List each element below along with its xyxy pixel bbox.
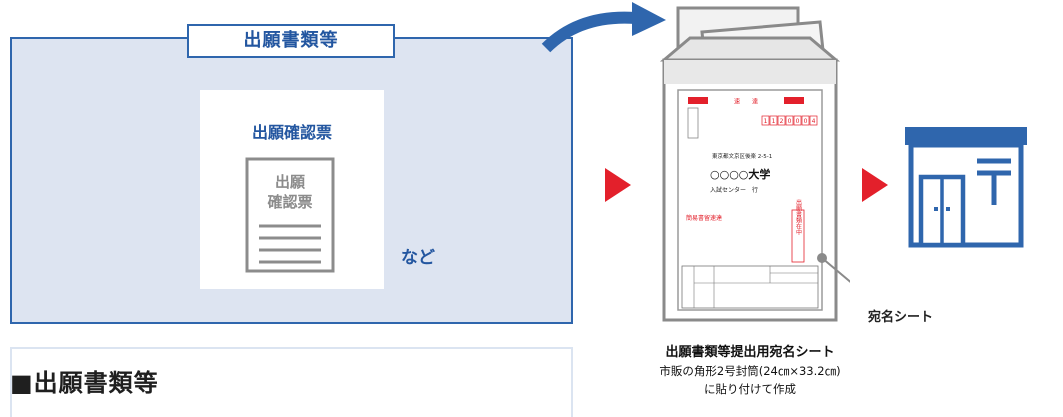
envelope-university: ○○○○大学 (710, 167, 770, 181)
postal-code-digit: 0 (788, 118, 792, 125)
document-icon: 出願 確認票 (245, 157, 335, 273)
registered-mail-label: 簡易書留速達 (686, 214, 722, 222)
confirmation-title: 出願確認票 (251, 123, 332, 142)
doc-icon-line2: 確認票 (266, 193, 312, 211)
address-sheet-label: 宛名シート (868, 310, 934, 325)
postal-code-digit: 2 (780, 118, 784, 125)
address-sheet (677, 89, 823, 311)
sheet-caption-line1: 市販の角形2号封筒(24㎝×33.2㎝) (659, 364, 841, 378)
sokutatsu-label: 速 達 (734, 98, 758, 106)
postal-code-digit: 1 (764, 118, 768, 125)
envelope-address: 東京都文京区後楽 2-5-1 (712, 152, 772, 160)
documents-tab-label: 出願書類等 (187, 24, 395, 58)
postal-code-box (761, 115, 770, 126)
post-office-icon (905, 127, 1027, 248)
documents-heading: ■出願書類等 (10, 369, 159, 397)
red-triangle-arrow-icon (605, 168, 631, 202)
envelope-recipient: 入試センター 行 (710, 186, 758, 194)
heading-box (10, 347, 573, 417)
sheet-caption-title: 出願書類等提出用宛名シート (665, 345, 835, 360)
postal-code-digit: 0 (804, 118, 808, 125)
postal-code-box (793, 115, 802, 126)
red-triangle-arrow-icon (862, 168, 888, 202)
postal-code-box (785, 115, 794, 126)
etc-label: など (401, 248, 435, 268)
postal-code-box (777, 115, 786, 126)
postal-code-digit: 4 (812, 118, 816, 125)
postal-code-box (809, 115, 818, 126)
postal-code-box (801, 115, 810, 126)
postal-code-digit: 1 (772, 118, 776, 125)
curved-arrow-icon (541, 2, 666, 53)
enclosed-label: 出願書類在中 (795, 198, 802, 236)
sheet-caption-line2: に貼り付けて作成 (704, 382, 796, 396)
envelope-flap (659, 36, 841, 62)
postal-code-box (769, 115, 778, 126)
doc-icon-line1: 出願 (275, 173, 306, 191)
postal-code-digit: 0 (796, 118, 800, 125)
